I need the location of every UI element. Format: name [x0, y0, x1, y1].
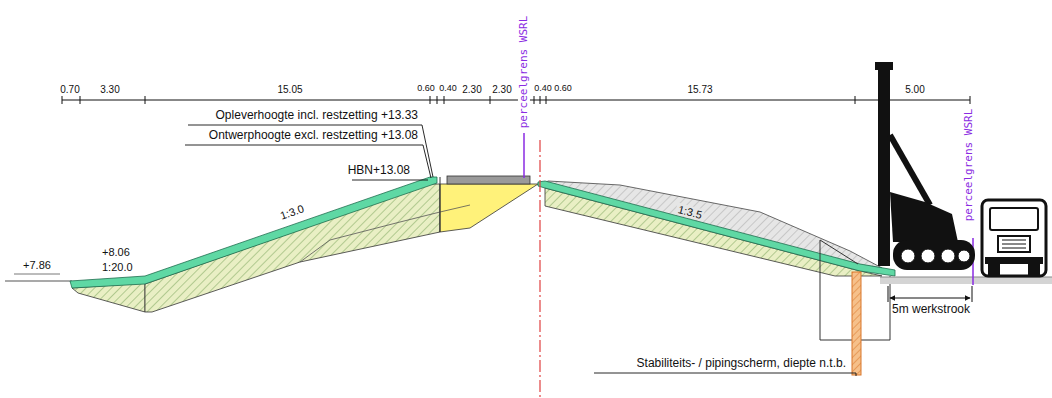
- level-label: +8.06: [100, 246, 132, 258]
- dimension-label: 2.30: [460, 84, 483, 95]
- strip-dimension: [890, 298, 970, 299]
- boundary-line: [523, 133, 525, 178]
- truck: [982, 200, 1046, 277]
- dimension-label: 0.40: [532, 84, 554, 94]
- boundary-label: perceelgrens WSRL: [963, 107, 975, 224]
- sheet-pile-label: Stabiliteits- / pipingscherm, diepte n.t…: [635, 357, 848, 370]
- dimension-label: 0.60: [552, 84, 574, 94]
- level-label: Opleverhoogte incl. restzetting +13.33: [214, 109, 420, 122]
- leader-line: [352, 180, 428, 181]
- dimension-label: 0.60: [415, 84, 437, 94]
- sheet-pile: [852, 272, 861, 375]
- level-label: +7.86: [21, 259, 53, 271]
- slope-label: 1:3.5: [675, 202, 706, 221]
- crest-edge: [440, 177, 441, 232]
- crest-road: [447, 176, 530, 184]
- cover-layer: [70, 177, 437, 288]
- boundary-label: perceelgrens WSRL: [518, 14, 530, 131]
- leader-line: [188, 125, 433, 177]
- dimension-label: 15.05: [275, 84, 304, 95]
- dimension-label: 3.30: [98, 84, 121, 95]
- crest-core: [440, 184, 538, 232]
- level-label: HBN+13.08: [346, 164, 412, 177]
- strip-dimension: [888, 286, 889, 302]
- slope-fill: [145, 184, 440, 312]
- dimension-line: [62, 96, 970, 104]
- dimension-label: 0.40: [437, 84, 459, 94]
- level-line: [14, 274, 60, 275]
- strip-dimension: [972, 286, 973, 302]
- ground-line: [5, 280, 72, 281]
- dimension-label: 0.70: [58, 84, 81, 95]
- leader-line: [185, 145, 431, 178]
- dimension-label: 2.30: [490, 84, 513, 95]
- dimension-label: 5.00: [903, 84, 926, 95]
- dimension-label: 15.73: [685, 84, 714, 95]
- level-label: Ontwerphoogte excl. restzetting +13.08: [207, 129, 420, 142]
- excavation-outline: [820, 240, 858, 264]
- leader-line: [594, 373, 856, 376]
- axis-line: [539, 140, 540, 398]
- ground-band: [880, 277, 1052, 284]
- slope-label: 1:20.0: [100, 261, 135, 273]
- pile-rig: [875, 62, 975, 270]
- slope-label: 1:3.0: [277, 202, 308, 223]
- strip-label: 5m werkstrook: [890, 303, 972, 316]
- cover-layer-right: [538, 181, 895, 276]
